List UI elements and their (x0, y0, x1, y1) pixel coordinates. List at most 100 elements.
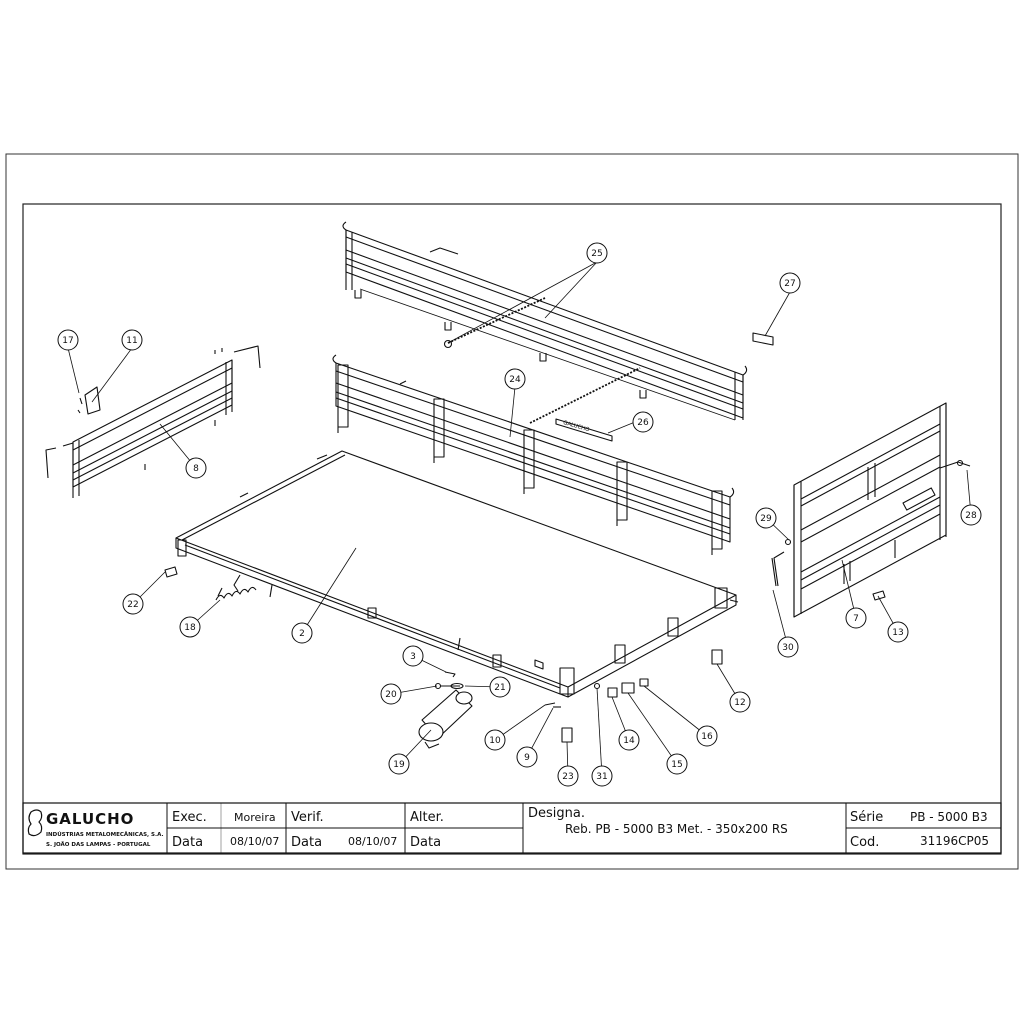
callout-circle (960, 504, 982, 526)
callout-9: 9 (516, 746, 538, 768)
chain-hook-25 (443, 339, 453, 349)
callout-circle (504, 368, 526, 390)
callout-number: 25 (591, 249, 602, 259)
callout-12: 12 (729, 691, 751, 713)
logo-plate-text: GALUCHO (562, 420, 590, 433)
cod-label: Cod. (850, 835, 879, 850)
bracket-22 (164, 566, 178, 578)
callout-14: 14 (618, 729, 640, 751)
callout-number: 23 (562, 772, 573, 782)
callout-number: 7 (853, 614, 859, 624)
callout-23: 23 (557, 765, 579, 787)
callout-number: 20 (385, 690, 397, 700)
inner-border (22, 203, 1002, 855)
callout-19: 19 (388, 753, 410, 775)
callout-circle (516, 746, 538, 768)
light-15 (621, 682, 635, 694)
end-panel-right (773, 402, 971, 618)
callout-number: 14 (623, 736, 635, 746)
callout-number: 24 (509, 375, 521, 385)
callout-number: 19 (393, 760, 405, 770)
data-label-verif: Data (291, 835, 322, 850)
cod-value: 31196CP05 (920, 834, 989, 848)
callout-circle (696, 725, 718, 747)
company-logo: GALUCHO INDÚSTRIAS METALOMECÂNICAS, S.A.… (27, 809, 164, 848)
callout-circle (632, 411, 654, 433)
callout-20: 20 (380, 683, 402, 705)
callout-circle (591, 765, 613, 787)
chain-25 (447, 297, 546, 344)
callout-circle (729, 691, 751, 713)
callout-number: 8 (193, 464, 199, 474)
callout-number: 18 (184, 623, 196, 633)
chain-24 (529, 367, 641, 424)
callout-number: 26 (637, 418, 649, 428)
company-location: S. JOÃO DAS LAMPAS - PORTUGAL (46, 841, 151, 848)
callout-number: 22 (127, 600, 138, 610)
rooster-icon (27, 809, 43, 837)
callout-29: 29 (755, 507, 777, 529)
callout-31: 31 (591, 765, 613, 787)
callout-circle (586, 242, 608, 264)
logo-plate: GALUCHO (555, 418, 613, 442)
data-label-alter: Data (410, 835, 441, 850)
outer-border (5, 153, 1019, 870)
latch-23 (561, 727, 573, 743)
logo-text: GALUCHO (46, 810, 134, 828)
callout-26: 26 (632, 411, 654, 433)
callout-number: 11 (126, 336, 137, 346)
callout-16: 16 (696, 725, 718, 747)
clip-3 (444, 671, 456, 678)
pin-17 (77, 397, 83, 414)
callout-number: 12 (734, 698, 745, 708)
callout-circle (484, 729, 506, 751)
callout-circle (666, 753, 688, 775)
callout-11: 11 (121, 329, 143, 351)
side-panel-rear (342, 221, 748, 421)
callout-number: 17 (62, 336, 73, 346)
callout-number: 16 (701, 732, 713, 742)
callout-circle (185, 457, 207, 479)
callout-27: 27 (779, 272, 801, 294)
callout-number: 28 (965, 511, 977, 521)
callout-number: 2 (299, 629, 305, 639)
callout-circle (887, 621, 909, 643)
light-14 (607, 687, 618, 698)
callout-circle (489, 676, 511, 698)
clip-13 (872, 590, 886, 601)
callout-circle (179, 616, 201, 638)
serie-value: PB - 5000 B3 (910, 810, 988, 824)
callout-circle (402, 645, 424, 667)
assembly-drawing: GALUCHO (45, 221, 972, 777)
end-panel-left (45, 345, 261, 498)
callout-18: 18 (179, 616, 201, 638)
callout-number: 31 (596, 772, 607, 782)
callout-25: 25 (586, 242, 608, 264)
callout-circle (777, 636, 799, 658)
callout-circle (388, 753, 410, 775)
company-name: INDÚSTRIAS METALOMECÂNICAS, S.A. (46, 831, 164, 838)
callout-24: 24 (504, 368, 526, 390)
callout-22: 22 (122, 593, 144, 615)
title-block (22, 802, 1002, 854)
callout-circle (755, 507, 777, 529)
callout-circle (845, 607, 867, 629)
callout-30: 30 (777, 636, 799, 658)
callout-number: 21 (494, 683, 505, 693)
designa-label: Designa. (528, 806, 585, 821)
callout-circle (557, 765, 579, 787)
callout-number: 3 (410, 652, 416, 662)
callout-8: 8 (185, 457, 207, 479)
ring-21 (450, 682, 464, 690)
pin-29 (784, 538, 792, 546)
bracket-12 (711, 649, 723, 665)
callout-2: 2 (291, 622, 313, 644)
callout-15: 15 (666, 753, 688, 775)
callout-28: 28 (960, 504, 982, 526)
callout-circle (57, 329, 79, 351)
callouts: 2378910111213141516171819202122232425262… (57, 242, 982, 787)
callout-circle (380, 683, 402, 705)
callout-number: 13 (892, 628, 903, 638)
alter-label: Alter. (410, 810, 444, 825)
